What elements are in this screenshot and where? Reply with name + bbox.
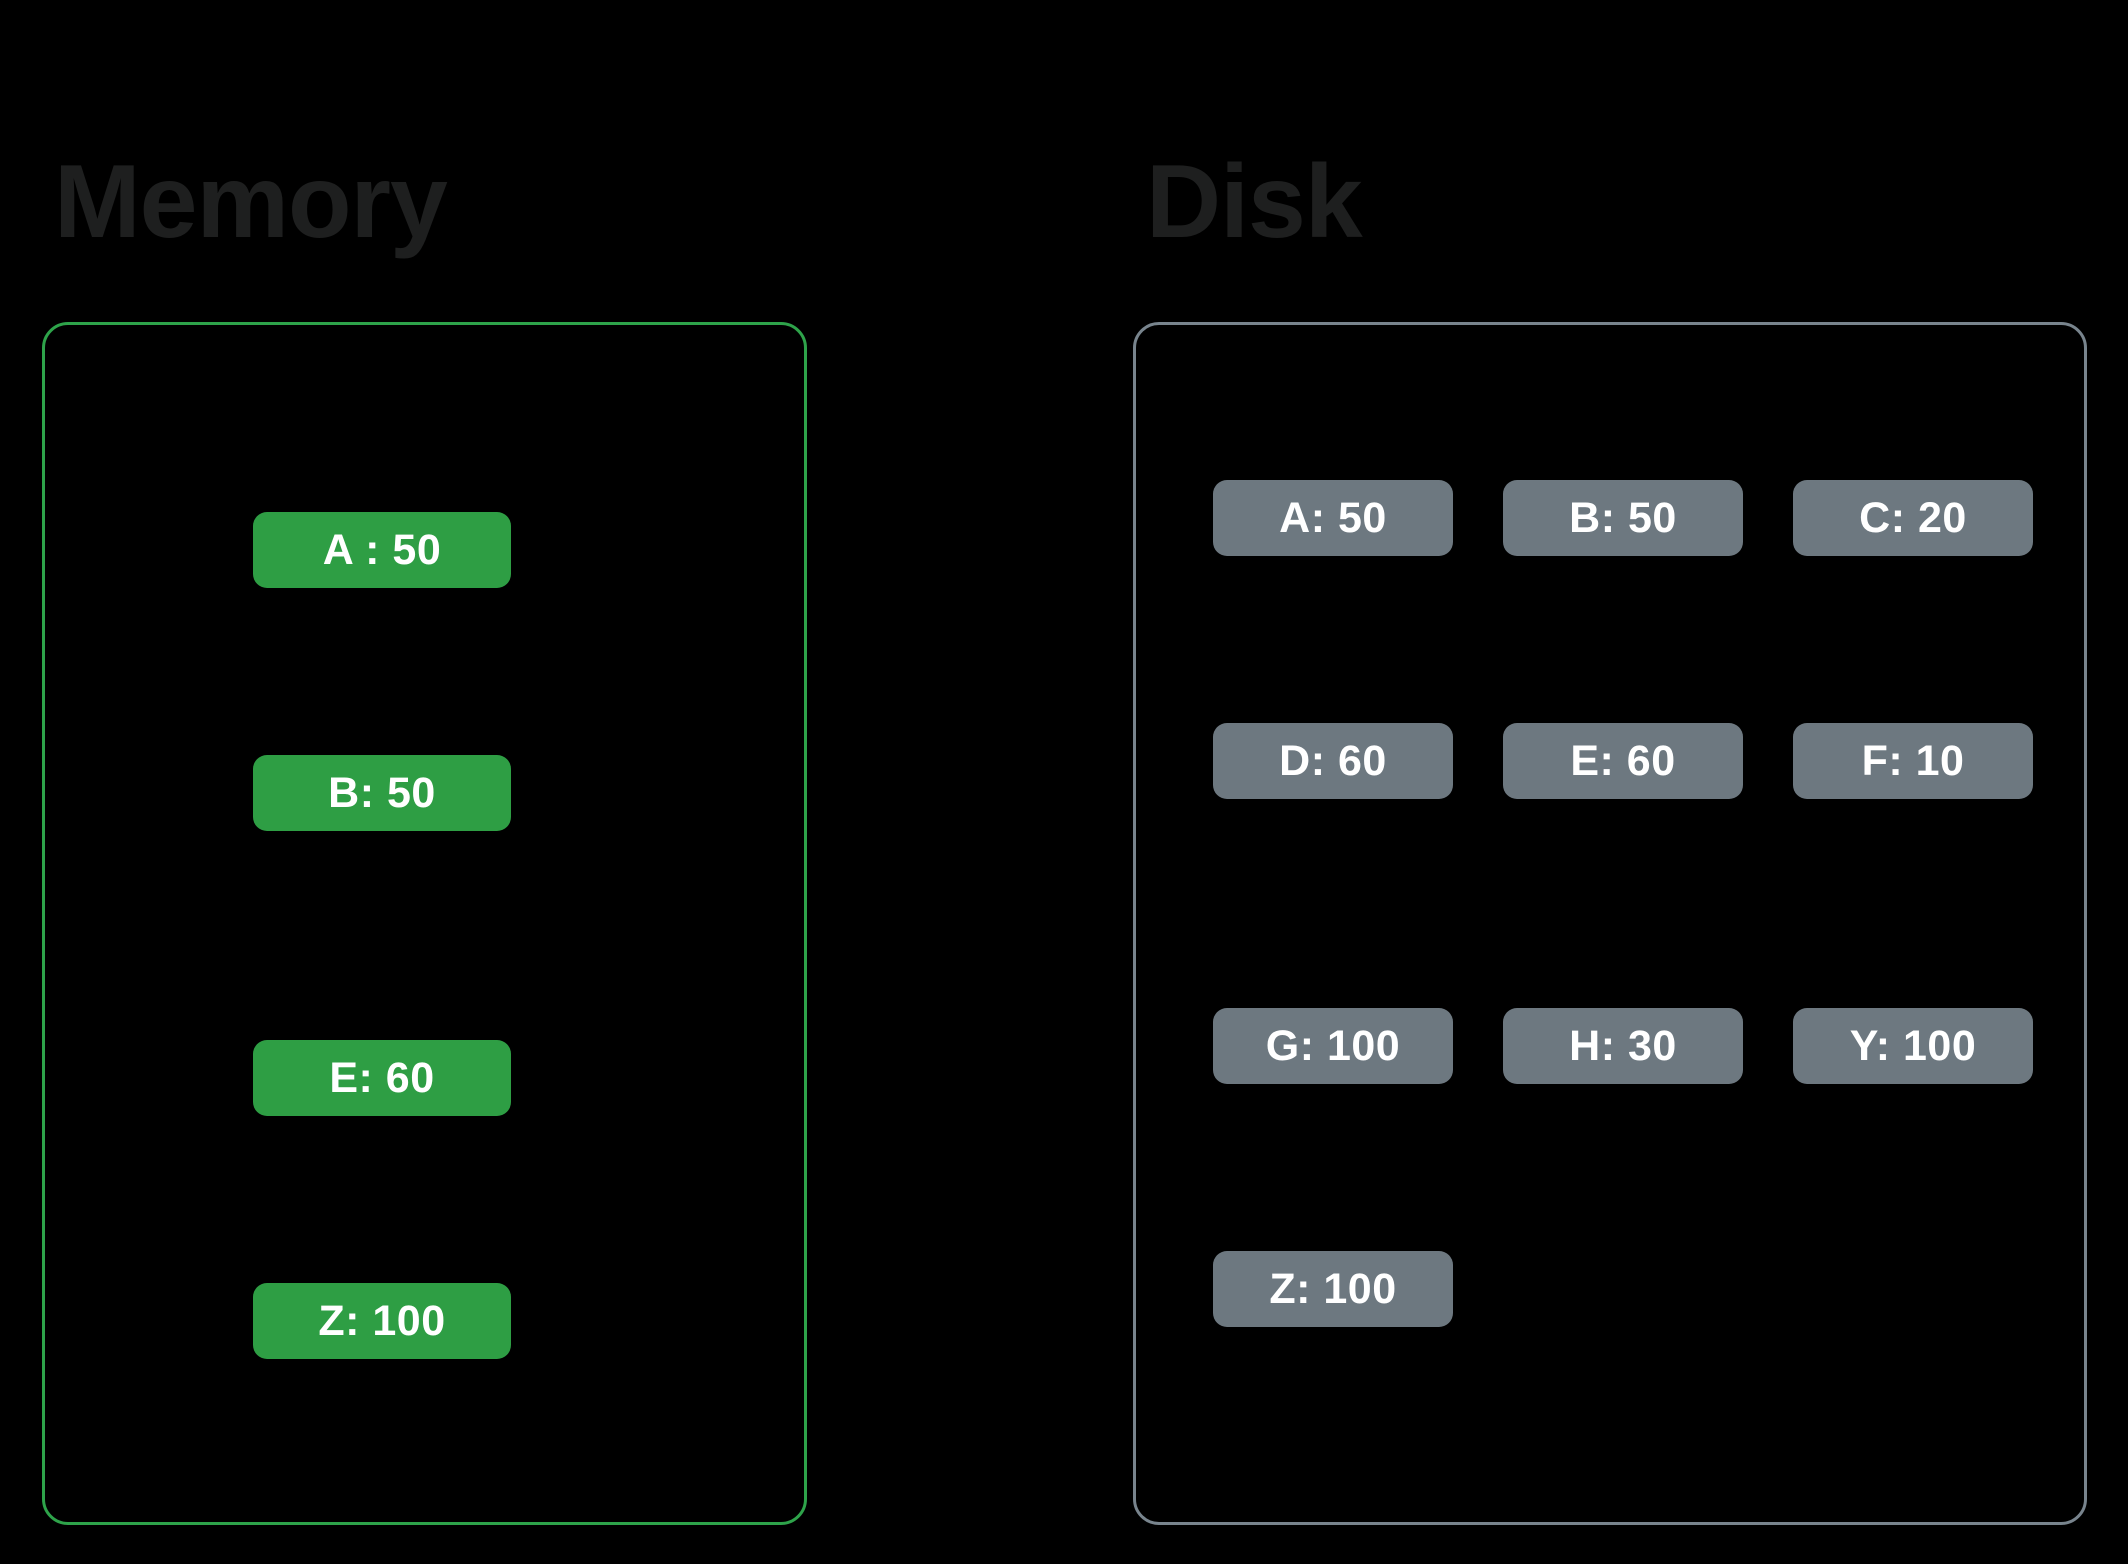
disk-pill-a[interactable]: A: 50 [1213,480,1453,556]
disk-row-2: G: 100 H: 30 Y: 100 [1213,1008,2033,1084]
disk-pill-c[interactable]: C: 20 [1793,480,2033,556]
disk-pill-b[interactable]: B: 50 [1503,480,1743,556]
memory-pill-z[interactable]: Z: 100 [253,1283,511,1359]
disk-row-3: Z: 100 [1213,1251,1453,1327]
memory-row-3: Z: 100 [253,1283,511,1359]
disk-panel: A: 50 B: 50 C: 20 D: 60 E: 60 F: 10 G: 1… [1133,322,2087,1525]
memory-row-0: A : 50 [253,512,511,588]
disk-pill-g[interactable]: G: 100 [1213,1008,1453,1084]
memory-row-2: E: 60 [253,1040,511,1116]
disk-panel-title: Disk [1146,144,1363,260]
disk-pill-y[interactable]: Y: 100 [1793,1008,2033,1084]
memory-panel-title: Memory [54,144,448,260]
disk-pill-f[interactable]: F: 10 [1793,723,2033,799]
memory-pill-a[interactable]: A : 50 [253,512,511,588]
disk-pill-d[interactable]: D: 60 [1213,723,1453,799]
disk-row-0: A: 50 B: 50 C: 20 [1213,480,2033,556]
memory-pill-b[interactable]: B: 50 [253,755,511,831]
disk-pill-z[interactable]: Z: 100 [1213,1251,1453,1327]
memory-row-1: B: 50 [253,755,511,831]
disk-row-1: D: 60 E: 60 F: 10 [1213,723,2033,799]
memory-panel [42,322,807,1525]
memory-pill-e[interactable]: E: 60 [253,1040,511,1116]
disk-pill-e[interactable]: E: 60 [1503,723,1743,799]
disk-pill-h[interactable]: H: 30 [1503,1008,1743,1084]
